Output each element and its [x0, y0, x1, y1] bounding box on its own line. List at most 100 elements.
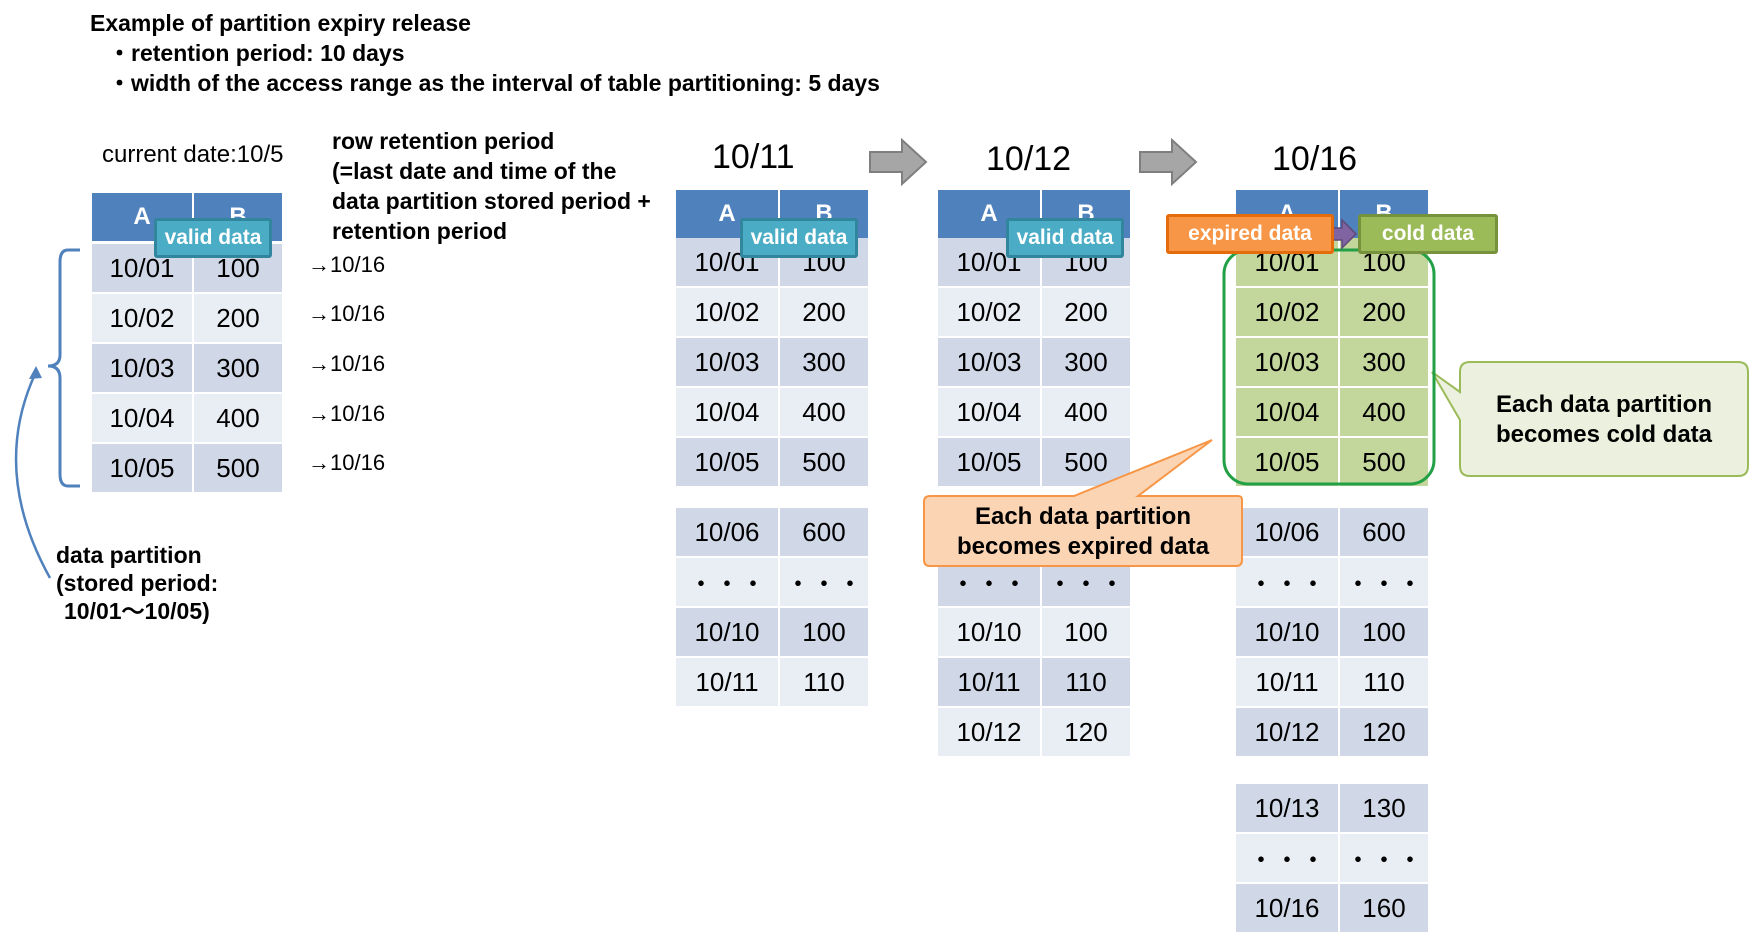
table-cell-b: 110 [780, 658, 868, 706]
table-cell-b: 600 [1340, 508, 1428, 556]
table-cell-b: 500 [194, 444, 282, 492]
partition-brace [47, 248, 80, 488]
expired-partition-outline [1222, 248, 1436, 486]
table-cell-b: 130 [1340, 784, 1428, 832]
retention-arrow-5: →10/16 [308, 450, 386, 475]
table-cell-a: 10/04 [676, 388, 778, 436]
table-cell-b: 400 [1042, 388, 1130, 436]
expired-callout-text: Each data partition becomes expired data [930, 502, 1236, 562]
table-cell-b: 200 [194, 294, 282, 342]
table-cell-b: 400 [1340, 388, 1428, 436]
table-cell-b: ・・・ [1340, 834, 1428, 882]
table-cell-b: 120 [1340, 708, 1428, 756]
table-cell-a: 10/06 [676, 508, 778, 556]
table-cell-b: 100 [780, 608, 868, 656]
table-cell-a: 10/05 [1236, 438, 1338, 486]
curved-arrow [14, 371, 52, 579]
snapshot-date-10-16: 10/16 [1272, 140, 1358, 178]
cold-callout-text: Each data partition becomes cold data [1468, 390, 1740, 450]
table-cell-b: 160 [1340, 884, 1428, 932]
row-retention-line2: (=last date and time of the [332, 158, 617, 184]
table-cell-a: 10/13 [1236, 784, 1338, 832]
valid-data-badge-3: valid data [1006, 218, 1124, 258]
row-retention-line1: row retention period [332, 128, 555, 154]
retention-arrow-2: →10/16 [308, 301, 386, 326]
table-cell-b: 500 [1340, 438, 1428, 486]
table-cell-b: ・・・ [1340, 558, 1428, 606]
row-retention-line4: retention period [332, 218, 508, 244]
table-cell-b: 300 [1042, 338, 1130, 386]
table-cell-b: 400 [194, 394, 282, 442]
valid-data-badge-2: valid data [740, 218, 858, 258]
table-cell-a: 10/11 [676, 658, 778, 706]
table-cell-b: 200 [1340, 288, 1428, 336]
current-date-label: current date:10/5 [102, 141, 284, 168]
valid-data-badge-1: valid data [154, 218, 272, 258]
retention-arrow-4: →10/16 [308, 401, 386, 426]
table-cell-a: 10/05 [938, 438, 1040, 486]
table-cell-a: 10/16 [1236, 884, 1338, 932]
cold-callout [1431, 361, 1749, 477]
table-cell-b: 500 [780, 438, 868, 486]
table-cell-a: 10/03 [1236, 338, 1338, 386]
cold-callout-line1: Each data partition [1495, 391, 1713, 418]
table-cell-a: 10/10 [1236, 608, 1338, 656]
table-cell-b: 400 [780, 388, 868, 436]
table-cell-a: ・・・ [1236, 834, 1338, 882]
table-cell-a: 10/02 [92, 294, 192, 342]
partition-note-line1: data partition [56, 542, 202, 568]
table-cell-b: 100 [1042, 608, 1130, 656]
table-cell-b: 600 [780, 508, 868, 556]
table-cell-a: 10/10 [676, 608, 778, 656]
table-cell-a: 10/06 [1236, 508, 1338, 556]
table-cell-a: 10/01 [938, 238, 1040, 286]
snapshot-date-10-11: 10/11 [712, 138, 795, 176]
table-cell-a: 10/12 [1236, 708, 1338, 756]
expired-callout-line1: Each data partition [974, 503, 1192, 530]
expired-data-badge: expired data [1166, 214, 1334, 254]
expired-callout-line2: becomes expired data [956, 533, 1210, 560]
table-cell-a: 10/04 [92, 394, 192, 442]
partition-note-line3: 10/01〜10/05) [64, 598, 210, 624]
table-cell-a: 10/03 [92, 344, 192, 392]
table-cell-a: 10/11 [938, 658, 1040, 706]
curved-arrow-head [29, 366, 42, 379]
table-cell-a: 10/03 [676, 338, 778, 386]
table-cell-a: 10/11 [1236, 658, 1338, 706]
retention-arrow-1: →10/16 [308, 252, 386, 277]
table-cell-b: 300 [780, 338, 868, 386]
cold-callout-line2: becomes cold data [1495, 421, 1713, 448]
table-cell-a: 10/12 [938, 708, 1040, 756]
table-cell-b: 200 [780, 288, 868, 336]
table-cell-a: 10/05 [676, 438, 778, 486]
cold-data-badge: cold data [1358, 214, 1498, 254]
step-arrow-1 [869, 137, 928, 187]
table-cell-b: 300 [194, 344, 282, 392]
table-cell-b: 110 [1042, 658, 1130, 706]
table-cell-a: ・・・ [676, 558, 778, 606]
partition-note-line2: (stored period: [56, 570, 219, 596]
table-cell-b: ・・・ [780, 558, 868, 606]
table-cell-a: 10/10 [938, 608, 1040, 656]
table-cell-b: 300 [1340, 338, 1428, 386]
table-cell-a: 10/04 [1236, 388, 1338, 436]
diagram-title: Example of partition expiry release [90, 10, 471, 36]
table-cell-a: 10/04 [938, 388, 1040, 436]
retention-arrow-3: →10/16 [308, 351, 386, 376]
snapshot-date-10-12: 10/12 [986, 140, 1072, 178]
bullet-retention: ・retention period: 10 days [108, 40, 405, 66]
table-cell-a: 10/05 [92, 444, 192, 492]
row-retention-line3: data partition stored period + [332, 188, 651, 214]
table-cell-a: 10/02 [676, 288, 778, 336]
step-arrow-2 [1139, 137, 1198, 187]
table-cell-b: 200 [1042, 288, 1130, 336]
table-cell-a: ・・・ [1236, 558, 1338, 606]
table-cell-a: 10/02 [1236, 288, 1338, 336]
table-cell-b: 120 [1042, 708, 1130, 756]
table-cell-a: 10/03 [938, 338, 1040, 386]
table-cell-b: 110 [1340, 658, 1428, 706]
table-cell-b: 100 [1340, 608, 1428, 656]
table-cell-a: 10/02 [938, 288, 1040, 336]
expired-callout [923, 439, 1243, 567]
